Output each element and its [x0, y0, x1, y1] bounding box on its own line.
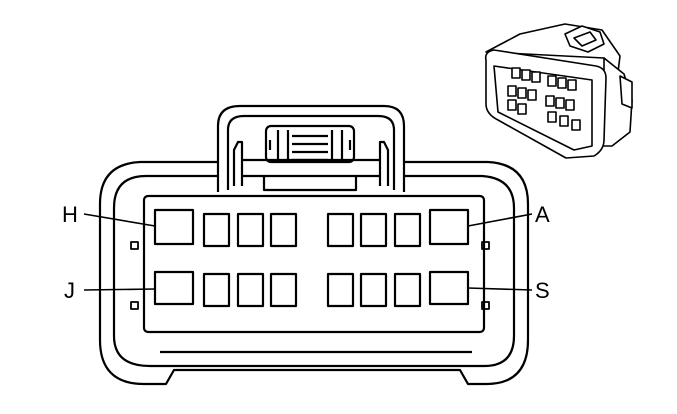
pin-cell	[202, 212, 231, 248]
leader-line-a	[467, 213, 533, 227]
pin-cell	[153, 270, 195, 306]
pin-cell	[269, 212, 298, 248]
connector-face-icon	[98, 104, 530, 386]
leader-lines	[83, 213, 533, 291]
pin-cell	[359, 272, 388, 308]
pin-cell	[393, 272, 422, 308]
pin-cell	[153, 208, 195, 246]
latch-outer	[216, 104, 406, 192]
pin-label-s: S	[535, 278, 550, 303]
pin-cell	[269, 272, 298, 308]
pin-cell	[428, 208, 470, 246]
pin-label-j: J	[64, 278, 75, 303]
pin-cell	[326, 272, 355, 308]
connector-3d-thumbnail-icon	[484, 23, 633, 159]
pin-cell	[202, 272, 231, 308]
pin-cell	[428, 270, 470, 306]
pin-label-a: A	[535, 202, 550, 227]
pin-label-h: H	[62, 202, 78, 227]
leader-line-h	[83, 213, 156, 227]
pin-cell	[236, 212, 265, 248]
leader-line-s	[467, 287, 533, 291]
pin-cavity	[142, 194, 486, 334]
outer-shell	[98, 160, 530, 386]
latch-inner	[226, 114, 396, 190]
pin-cell	[236, 272, 265, 308]
pin-cell	[326, 212, 355, 248]
leader-line-j	[83, 288, 156, 291]
pin-cell	[359, 212, 388, 248]
pin-cell	[393, 212, 422, 248]
inner-shell	[112, 174, 516, 368]
